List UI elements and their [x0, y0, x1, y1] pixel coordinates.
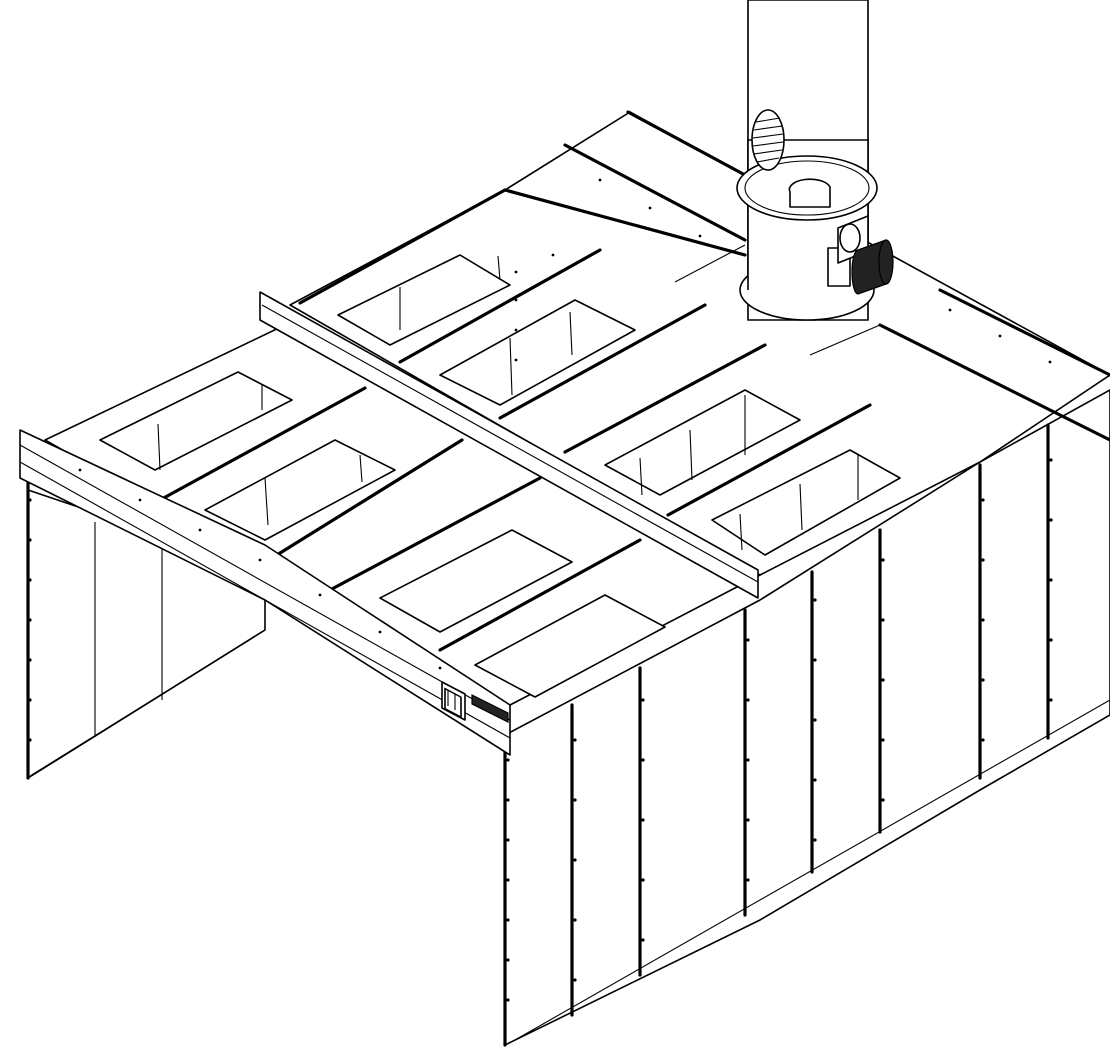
roof-filter-opening-3 [379, 529, 573, 633]
roof-filter-opening-8 [711, 449, 901, 556]
roof-filter-opening-4 [474, 594, 666, 698]
front-header-beam [19, 291, 759, 756]
side-wall-surface [504, 389, 1110, 1046]
rivet-pattern [28, 178, 1053, 1002]
exhaust-stack [736, 0, 878, 321]
manufacturer-logo-plate [441, 681, 509, 723]
right-side-wall [503, 389, 1110, 1047]
roof-filter-opening-1 [99, 371, 293, 471]
roof-filter-opening-5 [337, 254, 511, 346]
exhaust-fan-motor [827, 215, 894, 295]
wall-panel-seams [503, 423, 1110, 1047]
roof-filter-opening-6 [439, 299, 636, 406]
roof-upper [289, 110, 1110, 576]
header-beam-face [19, 429, 511, 756]
roof-filter-opening-2 [204, 439, 396, 541]
roof-lower [44, 324, 761, 706]
center-divider-beam [259, 291, 759, 599]
stack-louver-vent [751, 109, 785, 171]
logo-nameplate [471, 694, 509, 723]
